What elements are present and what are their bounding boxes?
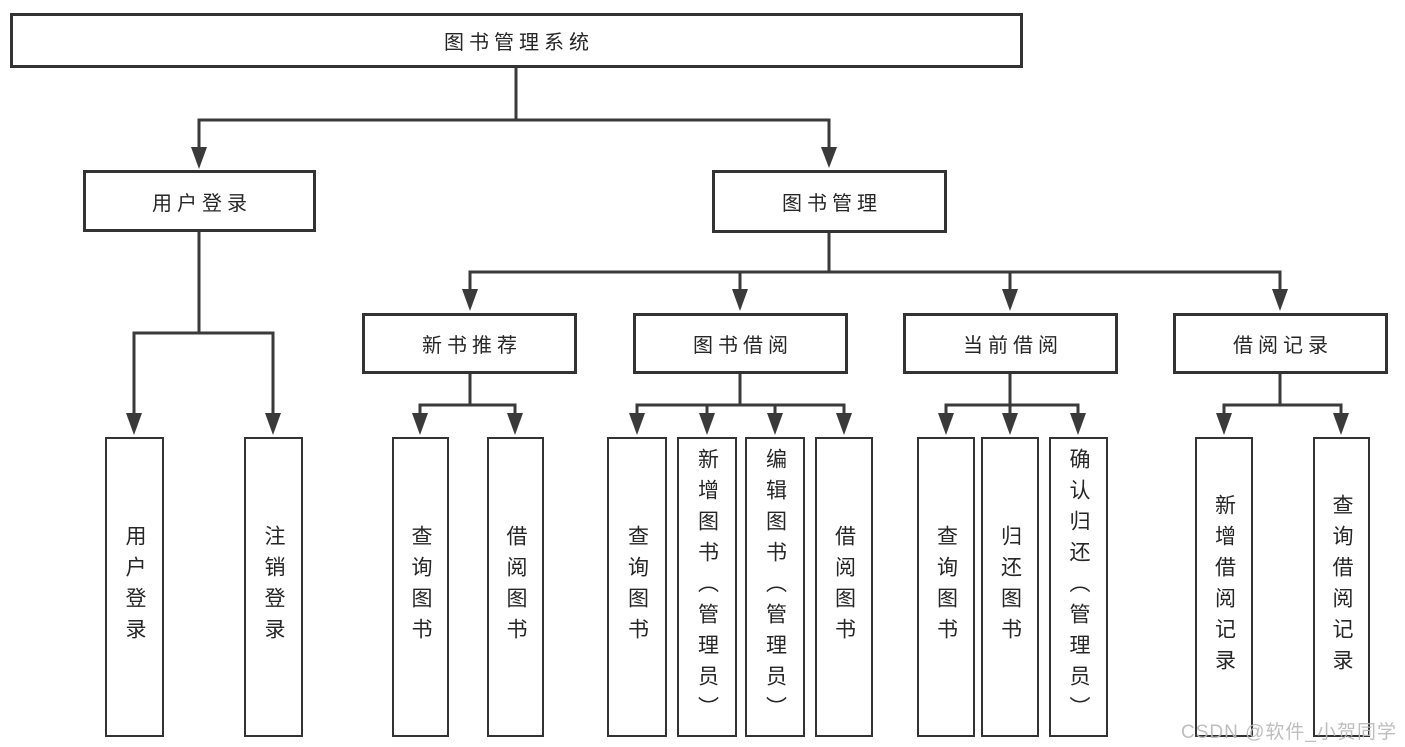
arrow-down-icon [938,413,954,435]
node-book-management: 图书管理 [712,170,947,233]
arrow-down-icon [629,413,645,435]
arrow-down-icon [1002,413,1018,435]
node-root: 图书管理系统 [10,13,1023,68]
node-user-login: 用户登录 [83,170,316,232]
leaf-add-book-admin: 新增图书（管理员） [677,437,737,737]
connector-borrow-records-to-leaves [1222,372,1343,419]
arrow-down-icon [767,413,783,435]
leaf-return-book: 归还图书 [981,437,1039,737]
arrow-down-icon [836,413,852,435]
leaf-user-login: 用户登录 [105,437,164,737]
leaf-add-borrow-record: 新增借阅记录 [1195,437,1253,737]
arrow-down-icon [462,289,478,311]
connector-root-to-level2 [197,66,831,152]
arrow-down-icon [265,413,281,435]
csdn-watermark: CSDN @软件_小贺同学 [1181,722,1397,743]
arrow-down-icon [1333,413,1349,435]
arrow-down-icon [1002,289,1018,311]
connector-user-login-to-leaves [132,230,275,419]
arrow-down-icon [191,147,207,169]
connector-book-borrow-to-leaves [635,372,846,419]
leaf-logout: 注销登录 [244,437,303,737]
node-borrow-records: 借阅记录 [1173,313,1388,374]
leaf-query-borrow-record: 查询借阅记录 [1313,437,1370,737]
arrow-down-icon [1272,289,1288,311]
connector-book-management-to-level3 [468,231,1282,295]
arrow-down-icon [699,413,715,435]
arrow-down-icon [821,147,837,168]
node-book-borrow: 图书借阅 [633,313,848,374]
arrow-down-icon [126,413,142,435]
connector-current-borrow-to-leaves [944,372,1080,419]
node-new-book-recommend: 新书推荐 [362,313,577,374]
leaf-borrow-books-recommend: 借阅图书 [487,437,544,737]
leaf-query-books-current: 查询图书 [917,437,975,737]
arrow-down-icon [1070,413,1086,435]
leaf-query-books-recommend: 查询图书 [392,437,449,737]
leaf-borrow-books: 借阅图书 [815,437,873,737]
leaf-edit-book-admin: 编辑图书（管理员） [745,437,805,737]
arrow-down-icon [732,289,748,311]
arrow-down-icon [412,413,428,435]
node-current-borrow: 当前借阅 [903,313,1118,374]
arrow-down-icon [507,413,523,435]
arrow-down-icon [1216,413,1232,435]
connector-new-book-recommend-to-leaves [418,372,517,419]
leaf-confirm-return-admin: 确认归还（管理员） [1049,437,1108,737]
leaf-query-books-borrow: 查询图书 [607,437,667,737]
